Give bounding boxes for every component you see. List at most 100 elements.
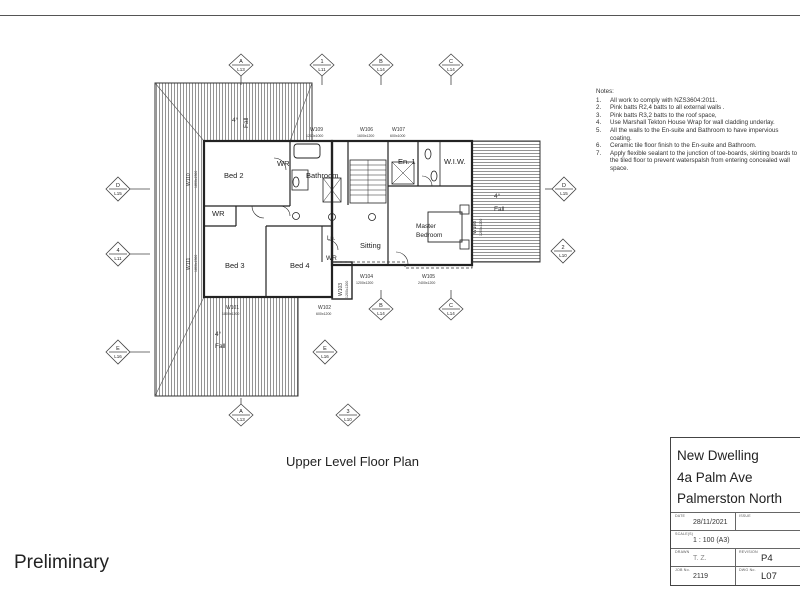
roof-fall-label-top: Fall <box>243 117 250 128</box>
room-label-bathroom: Bathroom <box>306 171 339 180</box>
marker-3-bottom-letter: 3 <box>346 409 349 415</box>
note-text: Pink batts R2,4 batts to all external wa… <box>610 104 725 112</box>
roof-slope-label-right: 4° <box>494 192 501 200</box>
window-w108-id: W108 <box>472 221 478 234</box>
window-w103-id: W103 <box>338 283 344 296</box>
roof-fall-label-right: Fall <box>494 206 505 213</box>
marker-d-right-ref: L15 <box>560 191 568 196</box>
note-item: 5.All the walls to the En-suite and Bath… <box>596 127 800 142</box>
building-walls <box>202 139 474 300</box>
roof-left <box>154 82 313 397</box>
note-number: 3. <box>596 111 602 119</box>
marker-a-top-ref: L13 <box>237 67 245 72</box>
note-number: 4. <box>596 119 602 127</box>
note-text: Use Marshall Tekton House Wrap for wall … <box>610 119 775 127</box>
roof-right <box>471 140 541 263</box>
note-item: 2.Pink batts R2,4 batts to all external … <box>596 104 800 112</box>
marker-4-left-letter: 4 <box>116 248 119 254</box>
room-label-master-2: Bedroom <box>416 232 442 239</box>
room-label-bed3: Bed 3 <box>225 261 245 270</box>
note-number: 7. <box>596 149 602 157</box>
note-text: Pink batts R3,2 batts to the roof space, <box>610 111 717 119</box>
note-number: 5. <box>596 126 602 134</box>
dashed-outline <box>332 186 473 269</box>
marker-c-mid <box>438 290 464 321</box>
marker-b-top <box>368 53 394 85</box>
notes-panel: Notes: 1. All work to comply with NZS3604… <box>596 88 800 173</box>
plan-title: Upper Level Floor Plan <box>286 454 419 469</box>
room-label-sitting: Sitting <box>360 241 381 250</box>
room-label-linen: Ln. <box>327 236 336 242</box>
window-w110-size: 1800x1500 <box>194 171 198 188</box>
project-address: 4a Palm Ave <box>677 469 753 485</box>
drawing-number-label: DWG No. <box>739 568 756 572</box>
notes-title: Notes: <box>596 88 614 95</box>
markers <box>105 53 577 427</box>
marker-2-right-letter: 2 <box>561 245 564 251</box>
window-w107-id: W107 <box>392 127 405 133</box>
marker-a-bottom-letter: A <box>239 409 243 415</box>
marker-3-bottom <box>335 403 361 427</box>
note-item: 4. Use Marshall Tekton House Wrap for wal… <box>596 119 800 127</box>
marker-b-top-ref: L14 <box>377 67 385 72</box>
title-block-vdivider <box>735 512 736 530</box>
marker-c-top <box>438 53 464 85</box>
scale-value: 1 : 100 (A3) <box>693 537 730 544</box>
marker-e-mid <box>312 339 338 365</box>
note-number: 1. <box>596 96 602 104</box>
marker-b-top-letter: B <box>379 59 383 65</box>
window-w111-id: W111 <box>186 257 192 270</box>
window-w101-id: W101 <box>226 305 239 311</box>
room-label-wr-1: WR <box>277 159 290 168</box>
window-w105-id: W105 <box>422 274 435 280</box>
marker-a-bottom-ref: L13 <box>237 417 245 422</box>
marker-c-mid-ref: L14 <box>447 311 455 316</box>
note-item: 1. All work to comply with NZS3604:2011. <box>596 97 800 105</box>
marker-e-mid-letter: E <box>323 346 327 352</box>
window-w107-size: 600x1000 <box>390 134 405 138</box>
note-item: 6.Ceramic tile floor finish to the En-su… <box>596 142 800 150</box>
note-item: 7.Apply flexible sealant to the junction… <box>596 150 800 173</box>
window-w105-size: 2400x1200 <box>418 281 435 285</box>
window-w109-size: 1200x1000 <box>306 134 323 138</box>
project-header: New Dwelling 4a Palm Ave Palmerston Nort… <box>677 445 782 510</box>
marker-b-mid <box>368 290 394 321</box>
preliminary-stamp: Preliminary <box>14 552 110 573</box>
marker-d-right-letter: D <box>562 183 566 189</box>
top-border-line <box>0 15 800 16</box>
revision-value: P4 <box>761 553 773 564</box>
marker-d-left-ref: L15 <box>114 191 122 196</box>
marker-b-mid-letter: B <box>379 303 383 309</box>
scale-label: SCALE(S) <box>675 532 694 536</box>
title-block: New Dwelling 4a Palm Ave Palmerston Nort… <box>670 437 800 586</box>
window-w106-id: W106 <box>360 127 373 133</box>
marker-a-top <box>228 53 254 85</box>
roof-slope-label-bottom: 4° <box>215 330 222 338</box>
project-name: New Dwelling <box>677 448 759 463</box>
title-block-vdivider <box>735 548 736 585</box>
marker-d-left <box>105 176 150 202</box>
drawn-label: DRAWN <box>675 550 690 554</box>
marker-1-top-letter: 1 <box>320 59 323 65</box>
roof-fall-label-bottom: Fall <box>215 343 226 350</box>
drawing-number-value: L07 <box>761 571 777 582</box>
window-w102-id: W102 <box>318 305 331 311</box>
title-block-divider <box>671 530 800 531</box>
window-w106-size: 1600x1200 <box>357 134 374 138</box>
window-w104-id: W104 <box>360 274 373 280</box>
marker-2-right-ref: L10 <box>559 253 567 258</box>
marker-1-top <box>309 53 335 85</box>
marker-c-top-letter: C <box>449 59 453 65</box>
revision-label: REVISION <box>739 550 758 554</box>
window-w101-size: 1800x1200 <box>222 312 239 316</box>
marker-1-top-ref: L11 <box>318 67 326 72</box>
window-w110-id: W110 <box>186 173 192 186</box>
marker-a-top-letter: A <box>239 59 243 65</box>
project-city: Palmerston North <box>677 491 783 506</box>
marker-b-mid-ref: L14 <box>377 311 385 316</box>
note-number: 6. <box>596 142 602 150</box>
window-w103-size: 1200x1200 <box>345 281 349 298</box>
note-text: All work to comply with NZS3604:2011. <box>610 96 718 104</box>
note-item: 3. Pink batts R3,2 batts to the roof spac… <box>596 112 800 120</box>
